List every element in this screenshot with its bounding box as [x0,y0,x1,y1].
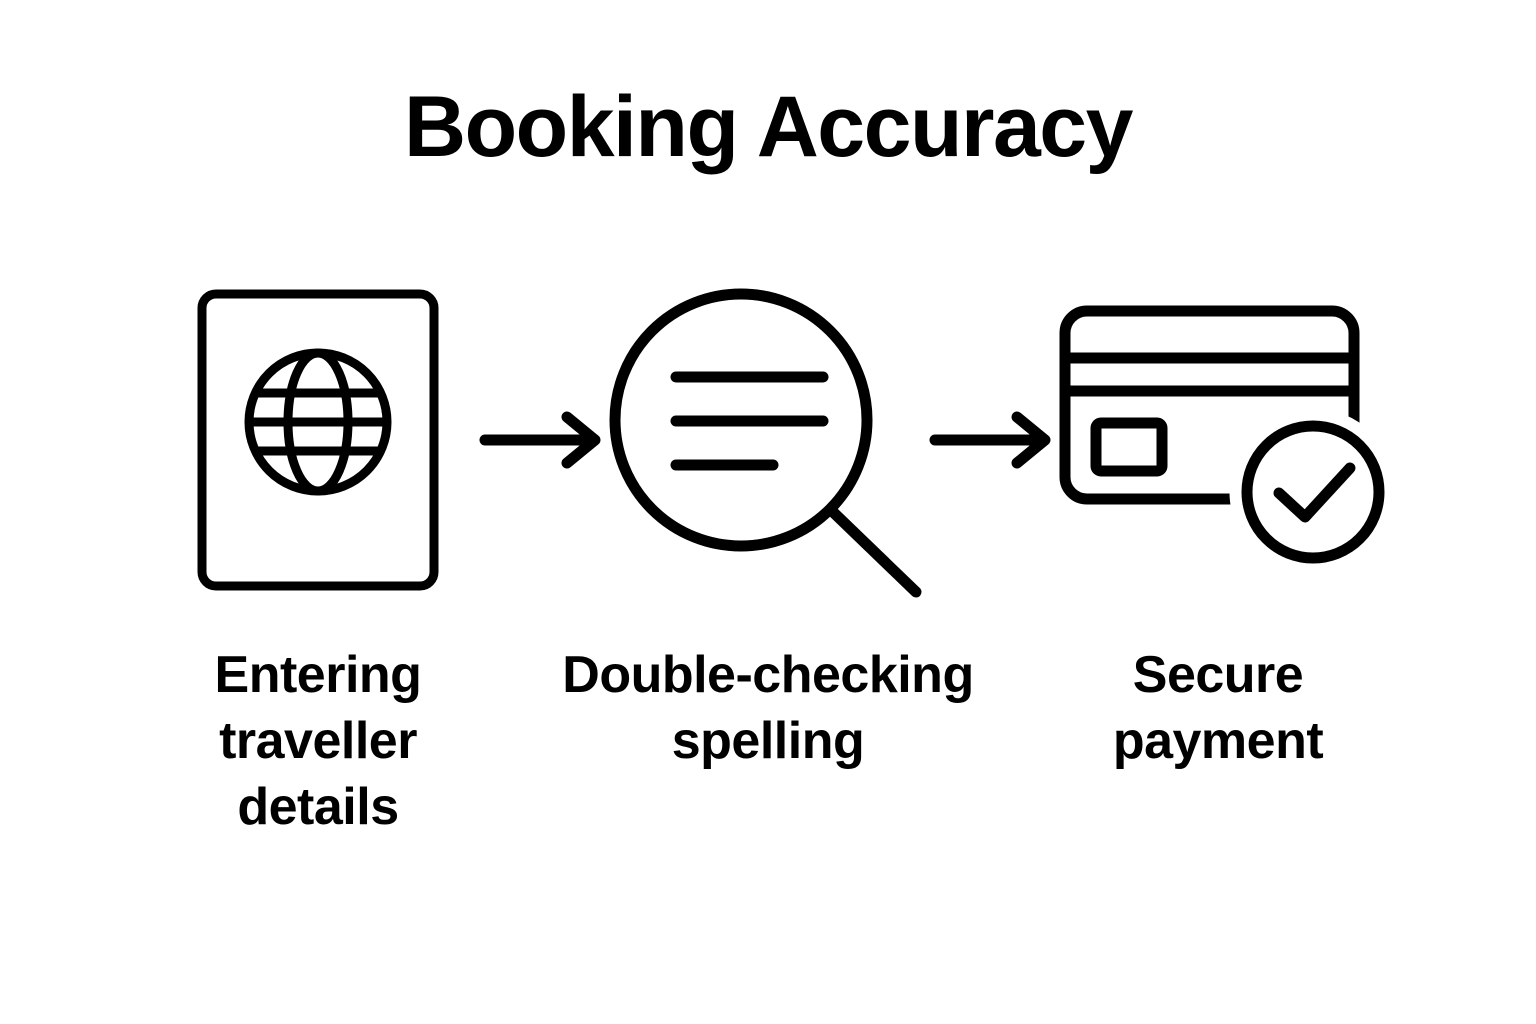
step-2-label-line-1: Double-checking [562,646,974,704]
step-3-label-line-2: payment [1112,712,1324,771]
step-1-label-line-2: traveller [219,712,417,771]
connector-1 [468,270,618,610]
credit-card-body [1059,305,1360,505]
step-3-icon-wrap [1058,270,1385,610]
step-2-label: Double-checking spelling [558,642,978,774]
step-secure-payment: Secure payment [1059,270,1385,774]
steps-row: Entering traveller details [0,270,1536,930]
step-3-label: Secure payment [1053,642,1383,774]
arrow-right-icon [479,411,601,469]
step-entering-traveller-details: Entering traveller details [168,270,468,840]
connector-2 [918,270,1068,610]
step-1-label-line-3: details [237,778,399,837]
credit-card-check-icon [1059,305,1385,564]
step-2-icon-wrap [608,270,928,610]
passport-globe-icon [197,289,439,591]
magnifying-glass-text-icon [609,288,922,598]
arrow-right-icon [929,411,1051,469]
check-circle [1241,420,1385,564]
step-2-label-line-2: spelling [671,712,865,771]
check-mark-icon [1273,462,1356,523]
step-1-label-line-1: Entering [214,646,422,704]
step-1-icon-wrap [193,270,443,610]
page-title: Booking Accuracy [404,79,1133,175]
step-double-checking-spelling: Double-checking spelling [562,270,974,774]
step-1-label: Entering traveller details [153,642,483,840]
step-3-label-line-1: Secure [1132,646,1304,704]
